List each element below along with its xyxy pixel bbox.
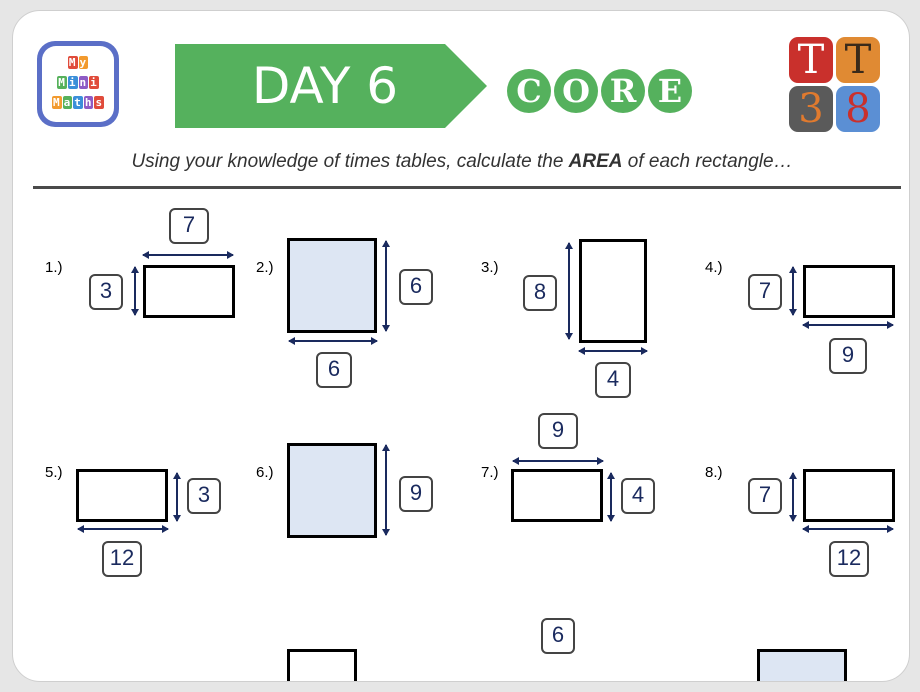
question-number: 2.) bbox=[256, 259, 274, 276]
rectangle bbox=[579, 239, 647, 343]
dimension-label: 4 bbox=[621, 478, 655, 514]
question-number: 4.) bbox=[705, 259, 723, 276]
dimension-label: 7 bbox=[748, 478, 782, 514]
day-label: DAY 6 bbox=[251, 57, 399, 115]
rectangle bbox=[757, 649, 847, 681]
dimension-label: 8 bbox=[523, 275, 557, 311]
question-number: 7.) bbox=[481, 464, 499, 481]
dimension-label: 7 bbox=[748, 274, 782, 310]
dimension-label: 6 bbox=[541, 618, 575, 654]
dimension-label: 3 bbox=[89, 274, 123, 310]
day-banner-arrow bbox=[445, 44, 487, 128]
level-letter: R bbox=[601, 69, 645, 113]
dimension-label: 12 bbox=[102, 541, 142, 577]
dimension-label: 6 bbox=[316, 352, 352, 388]
rectangle bbox=[287, 238, 377, 333]
rectangle bbox=[803, 469, 895, 522]
question-number: 3.) bbox=[481, 259, 499, 276]
dimension-label: 6 bbox=[399, 269, 433, 305]
instruction-part: of each rectangle… bbox=[627, 151, 793, 172]
instruction-part: Using your knowledge of times tables, ca… bbox=[131, 151, 564, 172]
dimension-label: 9 bbox=[399, 476, 433, 512]
rectangle bbox=[76, 469, 168, 522]
day-banner bbox=[175, 44, 445, 128]
rectangle bbox=[511, 469, 603, 522]
level-letter: C bbox=[507, 69, 551, 113]
tt-tile: 3 bbox=[789, 86, 833, 132]
question-number: 1.) bbox=[45, 259, 63, 276]
instruction-text: Using your knowledge of times tables, ca… bbox=[13, 151, 909, 173]
instruction-emphasis: AREA bbox=[568, 151, 623, 172]
rectangle bbox=[143, 265, 235, 318]
level-letter: E bbox=[648, 69, 692, 113]
rectangle bbox=[287, 443, 377, 538]
tt38-logo: T T 3 8 bbox=[789, 37, 881, 133]
level-badge: C O R E bbox=[507, 69, 692, 117]
dimension-label: 3 bbox=[187, 478, 221, 514]
question-number: 5.) bbox=[45, 464, 63, 481]
rectangle bbox=[287, 649, 357, 681]
level-letter: O bbox=[554, 69, 598, 113]
question-number: 8.) bbox=[705, 464, 723, 481]
dimension-label: 7 bbox=[169, 208, 209, 244]
dimension-arrows bbox=[77, 240, 894, 536]
rectangle bbox=[803, 265, 895, 318]
dimension-label: 9 bbox=[829, 338, 867, 374]
dimension-label: 12 bbox=[829, 541, 869, 577]
question-number: 6.) bbox=[256, 464, 274, 481]
tt-tile: 8 bbox=[836, 86, 880, 132]
dimension-label: 9 bbox=[538, 413, 578, 449]
tt-tile: T bbox=[789, 37, 833, 83]
dimension-label: 4 bbox=[595, 362, 631, 398]
header-divider bbox=[33, 186, 901, 189]
tt-tile: T bbox=[836, 37, 880, 83]
